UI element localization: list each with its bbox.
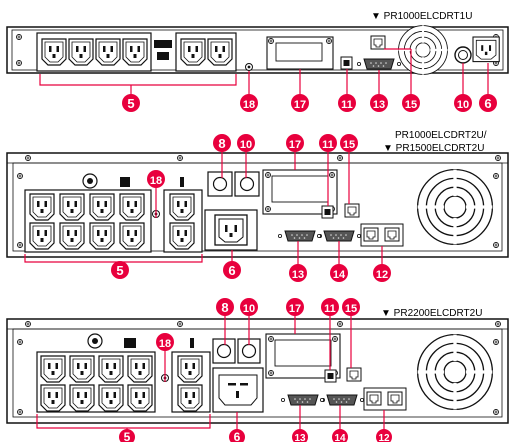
svg-text:5: 5 (127, 96, 134, 111)
callout-17-mid: 17 (286, 134, 304, 152)
svg-text:18: 18 (243, 99, 255, 111)
usb-port-1u (340, 56, 353, 70)
network-port-1u (370, 35, 386, 50)
callout-11-bot: 11 (321, 298, 339, 316)
callout-10-mid: 10 (237, 134, 255, 152)
surge-port-2u-b-2 (387, 391, 403, 406)
network-port-2u-b (346, 367, 362, 382)
callout-badges: 5 18 17 11 13 15 10 6 8 10 17 11 15 18 5… (111, 94, 497, 442)
svg-text:10: 10 (457, 99, 469, 111)
callout-18-top: 18 (240, 94, 258, 112)
callout-14-mid: 14 (330, 264, 348, 282)
svg-text:10: 10 (240, 139, 252, 151)
callout-15-top: 15 (402, 94, 420, 112)
network-port-2u-a (344, 203, 360, 218)
svg-text:17: 17 (289, 139, 301, 151)
svg-text:15: 15 (405, 99, 417, 111)
usb-port-2u-a (321, 205, 334, 219)
svg-text:14: 14 (334, 433, 346, 442)
callout-17-top: 17 (291, 94, 309, 112)
callout-11-mid: 11 (319, 134, 337, 152)
svg-text:13: 13 (373, 99, 385, 111)
callout-14-bot: 14 (332, 429, 348, 442)
usb-port-2u-b (324, 369, 337, 383)
svg-text:17: 17 (289, 303, 301, 315)
svg-text:17: 17 (294, 99, 306, 111)
callout-5-top: 5 (122, 94, 140, 112)
epo-port-2u-b (216, 343, 232, 359)
callout-15-bot: 15 (342, 298, 360, 316)
svg-text:15: 15 (345, 303, 357, 315)
svg-text:8: 8 (218, 136, 225, 151)
svg-text:13: 13 (292, 269, 304, 281)
svg-text:12: 12 (378, 433, 390, 442)
svg-text:10: 10 (243, 303, 255, 315)
callout-11-top: 11 (338, 94, 356, 112)
callout-6-top: 6 (479, 94, 497, 112)
power-inlet-2u-a (214, 214, 248, 246)
svg-text:11: 11 (341, 99, 353, 111)
callout-6-bot: 6 (229, 429, 245, 442)
power-inlet-1u (472, 36, 500, 63)
callout-5-bot: 5 (119, 429, 135, 442)
callout-17-bot: 17 (286, 298, 304, 316)
leader-lines (24, 48, 489, 432)
callout-8-bot: 8 (216, 298, 234, 316)
callout-18-mid: 18 (147, 170, 165, 188)
svg-text:14: 14 (333, 269, 346, 281)
circuit-breaker-2u-a (239, 176, 255, 192)
svg-text:5: 5 (124, 430, 131, 442)
svg-text:6: 6 (234, 430, 241, 442)
callout-6-mid: 6 (223, 261, 241, 279)
svg-text:15: 15 (343, 139, 355, 151)
circuit-breaker-2u-b (241, 343, 257, 359)
callout-12-mid: 12 (373, 264, 391, 282)
callout-10-bot: 10 (240, 298, 258, 316)
callout-15-mid: 15 (340, 134, 358, 152)
svg-text:13: 13 (294, 433, 306, 442)
unit-1u (6, 24, 509, 76)
svg-text:6: 6 (228, 263, 235, 278)
svg-text:8: 8 (221, 300, 228, 315)
svg-text:11: 11 (324, 303, 336, 315)
unit-2u-a (6, 152, 509, 258)
callout-8-mid: 8 (213, 134, 231, 152)
callout-18-bot: 18 (156, 333, 174, 351)
svg-text:6: 6 (484, 96, 491, 111)
callout-5-mid: 5 (111, 261, 129, 279)
model-label-middle-1: PR1000ELCDRT2U/ (395, 130, 487, 141)
svg-text:11: 11 (322, 139, 334, 151)
epo-port-2u-a (212, 176, 228, 192)
surge-port-2u-a-1 (363, 227, 379, 242)
callout-13-bot: 13 (292, 429, 308, 442)
unit-2u-b (6, 318, 509, 424)
svg-text:5: 5 (116, 263, 123, 278)
model-label-bottom: ▼ PR2200ELCDRT2U (381, 308, 483, 319)
surge-port-2u-a-2 (384, 227, 400, 242)
callout-13-top: 13 (370, 94, 388, 112)
svg-text:18: 18 (159, 338, 171, 350)
svg-text:12: 12 (376, 269, 388, 281)
callout-12-bot: 12 (376, 429, 392, 442)
model-label-middle-2: ▼ PR1500ELCDRT2U (383, 143, 485, 154)
callout-10-top: 10 (454, 94, 472, 112)
surge-port-2u-b-1 (366, 391, 382, 406)
callout-13-mid: 13 (289, 264, 307, 282)
model-label-top: ▼ PR1000ELCDRT1U (371, 11, 473, 22)
svg-text:18: 18 (150, 175, 162, 187)
